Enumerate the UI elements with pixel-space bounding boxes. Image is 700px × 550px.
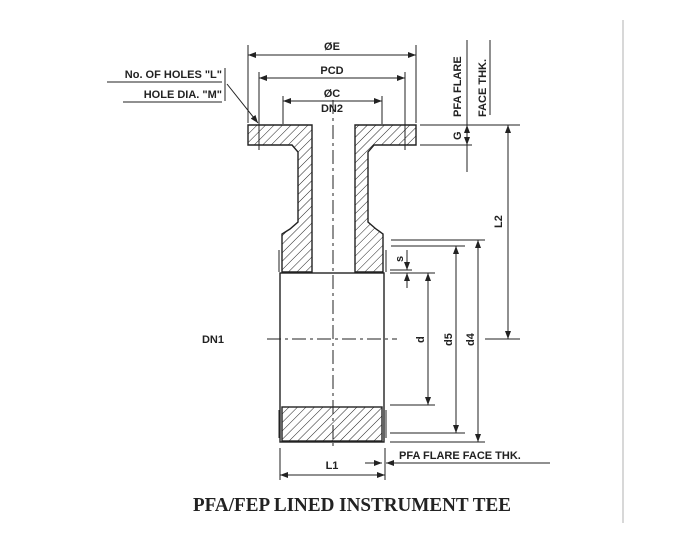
hole-dia-label: HOLE DIA. "M" xyxy=(144,89,222,101)
g-label: G xyxy=(452,131,464,140)
flange-thickness-dims: PFA FLARE FACE THK. G xyxy=(420,40,520,172)
pfa-flare-label: PFA FLARE xyxy=(452,56,464,117)
l1-dimension: L1 PFA FLARE FACE THK. xyxy=(279,448,550,480)
branch-flange-section xyxy=(247,122,417,273)
l1-label: L1 xyxy=(326,460,339,472)
d5-label: d5 xyxy=(443,333,455,346)
d4-label: d4 xyxy=(465,332,477,346)
l2-label: L2 xyxy=(493,215,505,228)
dia-e-label: ØE xyxy=(324,41,340,53)
holes-callout: No. OF HOLES "L" HOLE DIA. "M" xyxy=(107,68,259,124)
holes-count-label: No. OF HOLES "L" xyxy=(125,69,222,81)
top-dimensions: ØE PCD ØC DN2 xyxy=(247,41,417,124)
dia-c-label: ØC xyxy=(324,88,341,100)
dn1-label: DN1 xyxy=(202,334,224,346)
run-diameter-dims: s d d5 d4 xyxy=(390,239,485,443)
l2-dimension: L2 xyxy=(485,125,520,340)
face-thk-label: FACE THK. xyxy=(477,59,489,117)
d-label: d xyxy=(415,336,427,343)
pcd-label: PCD xyxy=(320,65,343,77)
drawing-title: PFA/FEP LINED INSTRUMENT TEE xyxy=(193,494,511,516)
s-label: s xyxy=(394,256,406,262)
run-body xyxy=(278,272,387,443)
pfa-flare-face-thk-label: PFA FLARE FACE THK. xyxy=(399,450,521,462)
dn2-label: DN2 xyxy=(321,103,343,115)
